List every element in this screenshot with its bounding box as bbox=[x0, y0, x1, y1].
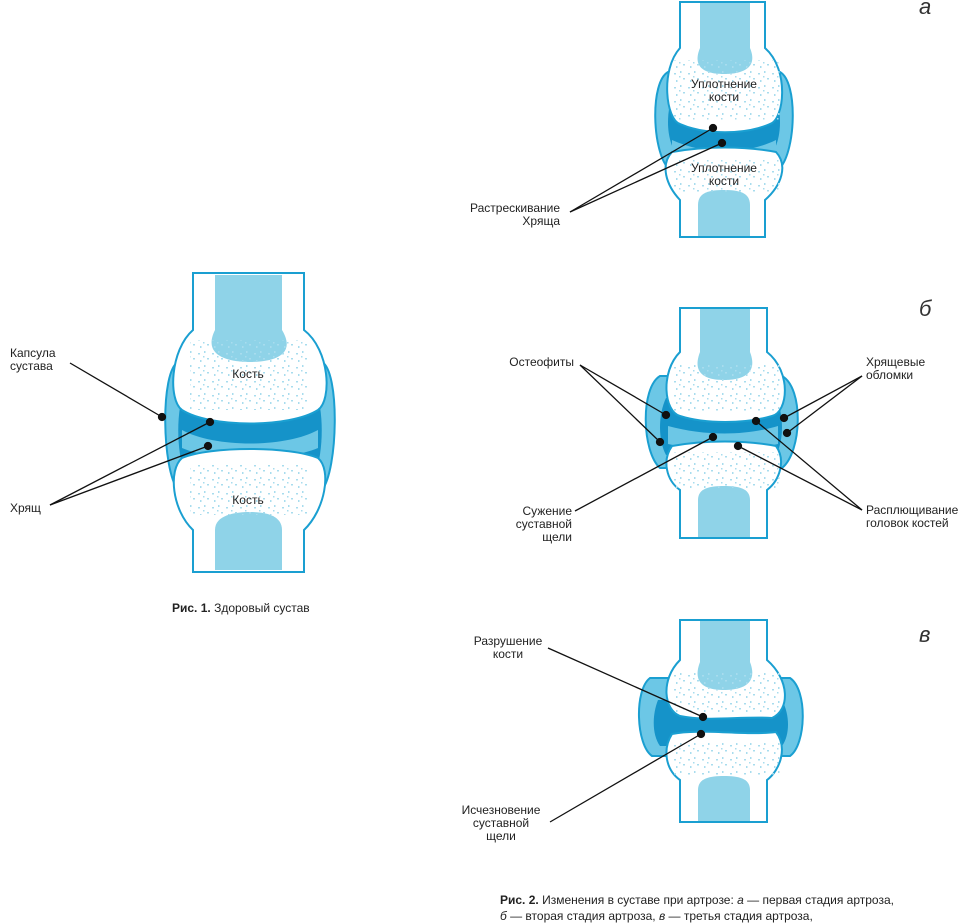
healthy-joint bbox=[164, 272, 336, 573]
label-flattening: Расплющивание головок костей bbox=[866, 503, 959, 530]
label-densification-bottom: Уплотнение кости bbox=[691, 161, 757, 188]
fig1-caption: Рис. 1. Здоровый сустав bbox=[172, 600, 310, 616]
fig2-caption-a-letter: а bbox=[737, 893, 744, 907]
label-disappearance: Исчезновение суставной щели bbox=[461, 803, 541, 843]
fig1-leaders bbox=[49, 362, 215, 506]
label-bone-bottom: Кость bbox=[232, 493, 264, 507]
fig2-caption: Рис. 2. Изменения в суставе при артрозе:… bbox=[500, 892, 978, 924]
stage-b-leaders bbox=[574, 364, 863, 512]
label-narrowing: Сужение суставной щели bbox=[515, 504, 572, 544]
fig1-caption-bold: Рис. 1. bbox=[172, 601, 211, 615]
stage-a-joint bbox=[654, 1, 794, 238]
fig2-caption-b-letter: б bbox=[500, 909, 507, 923]
fig2-caption-line2: б — вторая стадия артроза, в — третья ст… bbox=[500, 908, 978, 924]
fig2-caption-intro: Изменения в суставе при артрозе: bbox=[538, 893, 738, 907]
label-cartilage: Хрящ bbox=[10, 501, 41, 515]
label-destruction: Разрушение кости bbox=[473, 634, 543, 661]
stage-b-joint bbox=[644, 307, 799, 539]
fig2-caption-c-text: — третья стадия артроза, bbox=[665, 909, 813, 923]
stage-a-letter: а bbox=[919, 0, 932, 19]
fig2-caption-c-letter: в bbox=[658, 909, 666, 923]
stage-c-joint bbox=[638, 619, 804, 823]
fig2-caption-b-text: — вторая стадия артроза, bbox=[506, 909, 659, 923]
label-bone-top: Кость bbox=[232, 367, 264, 381]
fig2-caption-a-text: — первая стадия артроза, bbox=[743, 893, 894, 907]
label-capsule: Капсула сустава bbox=[10, 346, 56, 373]
stage-c-leaders bbox=[547, 647, 708, 823]
fig2-caption-line1: Рис. 2. Изменения в суставе при артрозе:… bbox=[500, 892, 978, 908]
stage-b-letter: б bbox=[919, 296, 932, 321]
fig1-caption-text: Здоровый сустав bbox=[210, 601, 310, 615]
label-densification-top: Уплотнение кости bbox=[691, 77, 757, 104]
label-osteophytes: Остеофиты bbox=[509, 355, 574, 369]
label-cracking: Растрескивание Хряща bbox=[470, 201, 560, 228]
label-fragments: Хрящевые обломки bbox=[866, 355, 926, 382]
fig2-caption-bold: Рис. 2. bbox=[500, 893, 539, 907]
stage-c-letter: в bbox=[919, 622, 931, 647]
stage-a-leaders bbox=[569, 123, 727, 213]
